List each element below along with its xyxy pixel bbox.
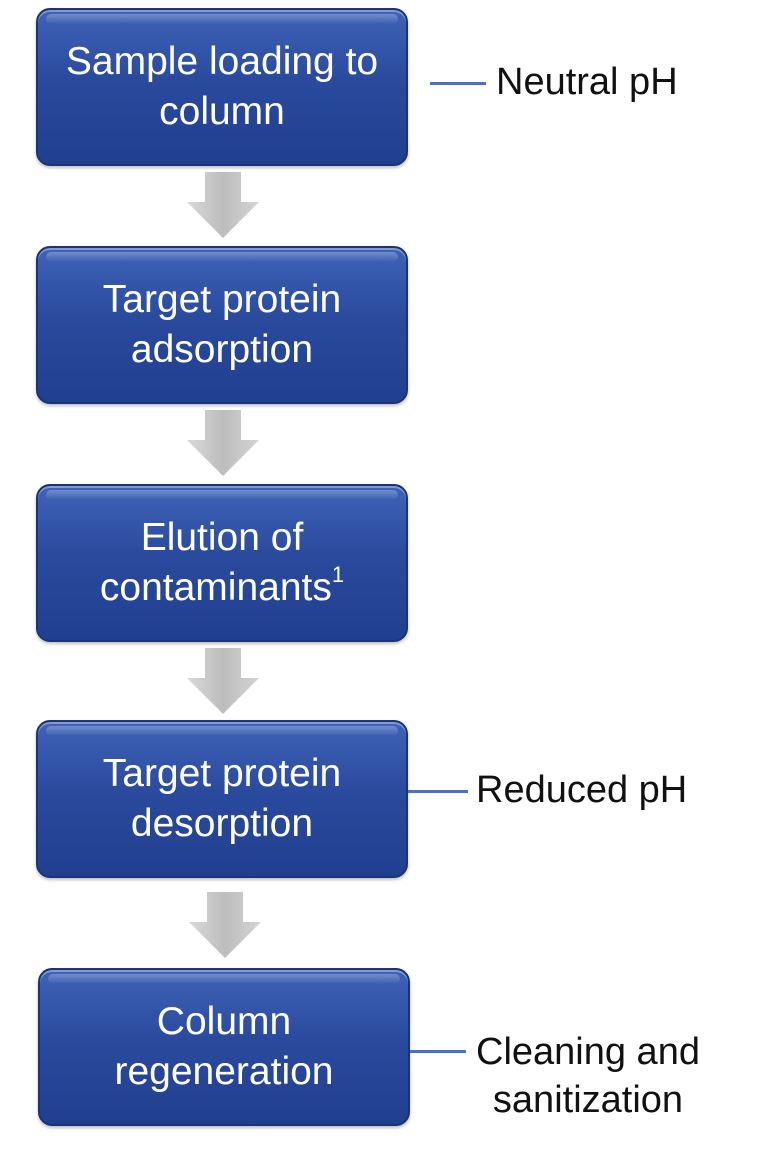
connector-loading	[430, 82, 486, 85]
step-target-desorption: Target protein desorption	[36, 720, 408, 878]
step-sample-loading-label: Sample loading to column	[65, 40, 379, 133]
step-target-desorption-label: Target protein desorption	[102, 752, 342, 845]
step-target-adsorption-label: Target protein adsorption	[102, 278, 342, 371]
down-arrow-icon	[187, 648, 259, 714]
step-elution-text: Elution of contaminants	[99, 516, 332, 609]
step-column-regeneration-label: Column regeneration	[114, 1000, 334, 1093]
down-arrow-icon	[187, 410, 259, 476]
step-elution-contaminants-label: Elution of contaminants1	[100, 513, 344, 613]
annotation-cleaning-sanitization: Cleaning and sanitization	[476, 1031, 700, 1121]
footnote-marker: 1	[331, 562, 345, 587]
annotation-reduced-ph: Reduced pH	[476, 769, 688, 811]
step-target-adsorption: Target protein adsorption	[36, 246, 408, 404]
step-column-regeneration: Column regeneration	[38, 968, 410, 1126]
connector-desorption	[408, 790, 468, 793]
connector-regeneration	[410, 1050, 466, 1053]
annotation-neutral-ph: Neutral pH	[496, 61, 678, 103]
step-sample-loading: Sample loading to column	[36, 8, 408, 166]
down-arrow-icon	[187, 172, 259, 238]
step-elution-contaminants: Elution of contaminants1	[36, 484, 408, 642]
down-arrow-icon	[189, 892, 261, 958]
